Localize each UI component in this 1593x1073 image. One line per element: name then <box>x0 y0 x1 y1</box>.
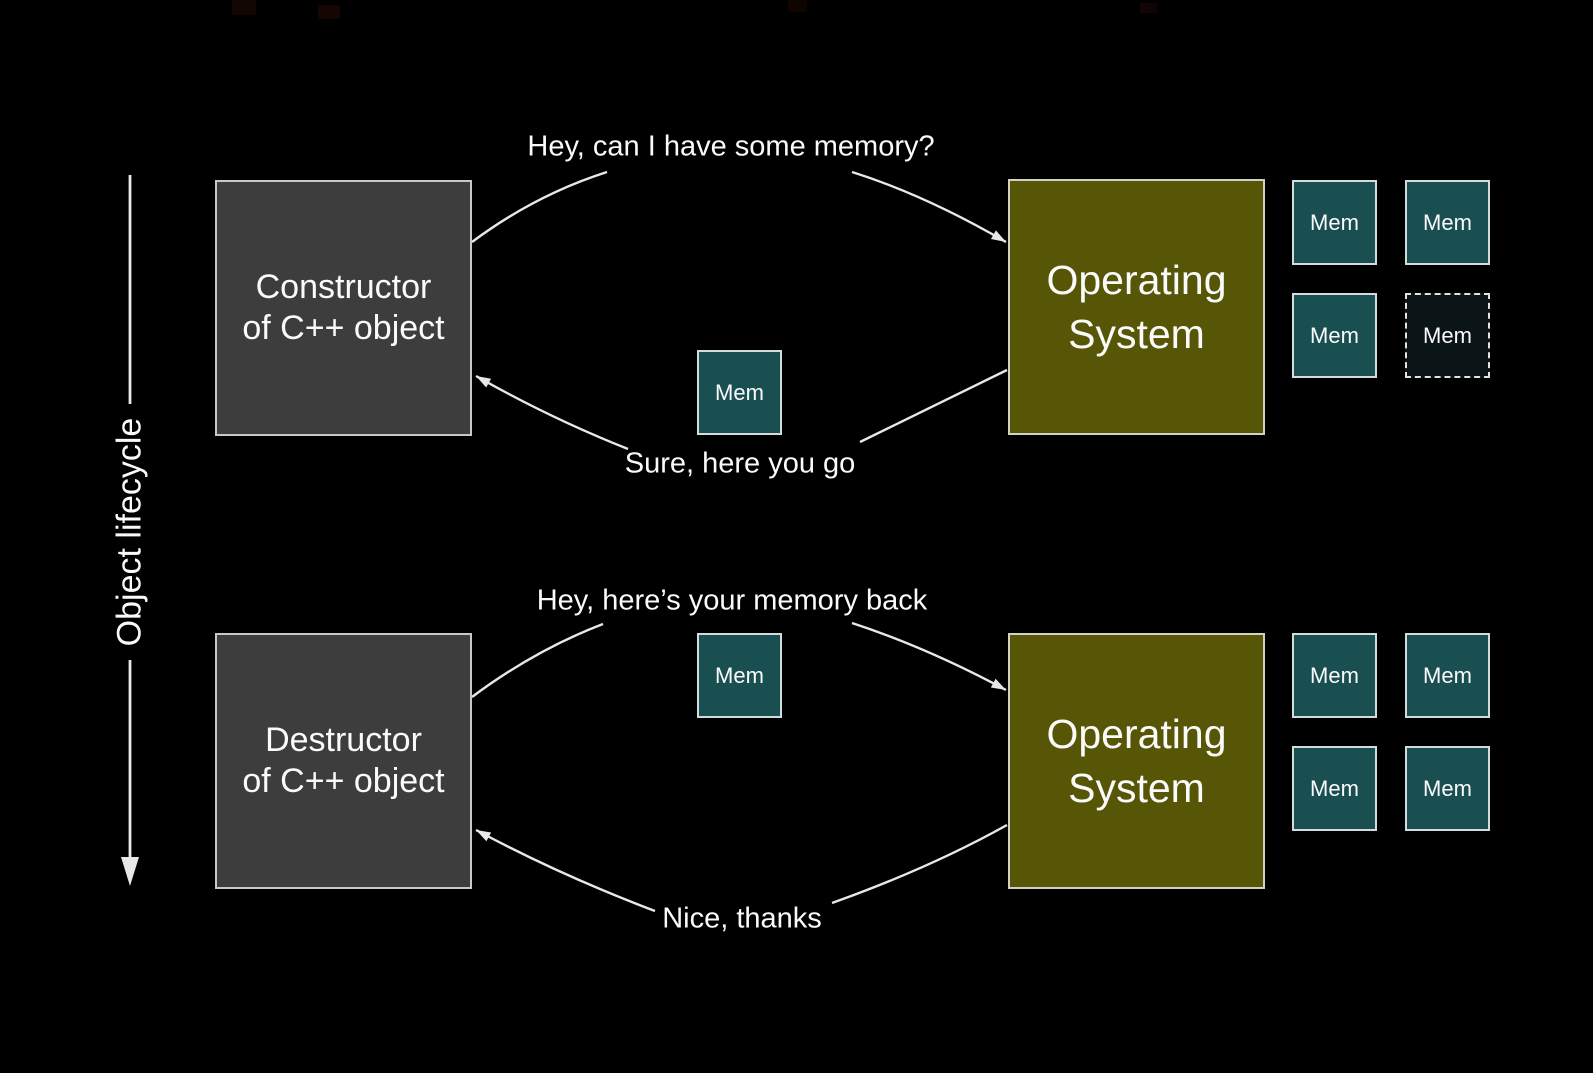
os-mem-cell: Mem <box>1292 180 1377 265</box>
os-box-construction: Operating System <box>1008 179 1265 435</box>
os-mem-cell-loaned: Mem <box>1405 293 1490 378</box>
transfer-mem-box-destruction: Mem <box>697 633 782 718</box>
response-message-construction: Sure, here you go <box>624 447 856 480</box>
memory-request-arc-right <box>851 170 1007 244</box>
request-message-destruction: Hey, here’s your memory back <box>536 584 928 617</box>
transfer-mem-box-construction: Mem <box>697 350 782 435</box>
memory-request-arc-left <box>471 170 608 243</box>
memory-grant-arc-left <box>475 374 629 451</box>
memory-return-arc-left <box>471 622 604 698</box>
lifecycle-arrowhead-icon <box>121 857 139 886</box>
destructor-box: Destructor of C++ object <box>215 633 472 889</box>
memory-thanks-arc-right <box>831 823 1008 905</box>
response-message-destruction: Nice, thanks <box>662 902 822 935</box>
os-mem-cell: Mem <box>1292 746 1377 831</box>
os-mem-cell: Mem <box>1292 293 1377 378</box>
memory-thanks-arc-left <box>475 828 656 913</box>
os-mem-cell: Mem <box>1405 180 1490 265</box>
os-mem-cell: Mem <box>1405 633 1490 718</box>
os-mem-cell: Mem <box>1405 746 1490 831</box>
memory-grant-arc-right <box>859 368 1008 444</box>
constructor-box: Constructor of C++ object <box>215 180 472 436</box>
os-box-destruction: Operating System <box>1008 633 1265 889</box>
lifecycle-axis-label: Object lifecycle <box>110 417 149 647</box>
os-mem-cell: Mem <box>1292 633 1377 718</box>
request-message-construction: Hey, can I have some memory? <box>527 130 935 163</box>
memory-return-arc-right <box>851 621 1007 692</box>
